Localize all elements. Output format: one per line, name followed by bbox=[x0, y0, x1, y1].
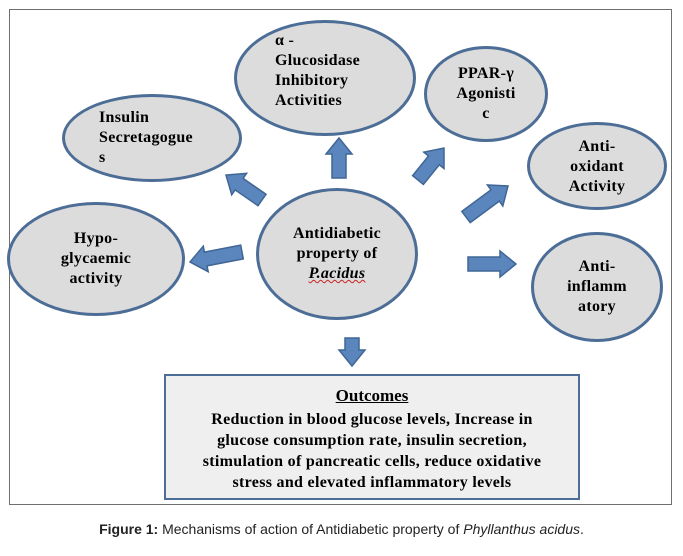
node-glucosidase-label: α - Glucosidase Inhibitory Activities bbox=[275, 32, 361, 109]
node-antiinflammatory-label: Anti- inflamm atory bbox=[567, 258, 627, 315]
arrow-to-ppar bbox=[411, 147, 445, 186]
caption-text: Mechanisms of action of Antidiabetic pro… bbox=[162, 521, 460, 537]
center-node: Antidiabetic property of P.acidus bbox=[256, 188, 418, 320]
node-hypoglycaemic: Hypo- glycaemic activity bbox=[7, 202, 185, 316]
arrow-to-glucosidase bbox=[324, 136, 354, 179]
arrow-to-insulin-secretagogue bbox=[225, 172, 268, 207]
arrow-to-antioxidant bbox=[460, 184, 509, 224]
center-line-1: Antidiabetic bbox=[292, 225, 382, 242]
caption-species: Phyllanthus acidus bbox=[463, 521, 581, 537]
caption-label: Figure 1: bbox=[99, 521, 159, 537]
node-insulin-secretagogue: Insulin Secretagogue s bbox=[62, 94, 242, 182]
arrow-to-hypoglycaemic bbox=[188, 244, 245, 274]
node-hypoglycaemic-label: Hypo- glycaemic activity bbox=[60, 230, 132, 287]
node-ppar-label: PPAR-γ Agonisti c bbox=[456, 65, 516, 122]
outcomes-title: Outcomes bbox=[335, 386, 409, 405]
caption-period: . bbox=[580, 521, 584, 537]
outcomes-box: Outcomes Reduction in blood glucose leve… bbox=[164, 374, 580, 500]
figure-caption: Figure 1: Mechanisms of action of Antidi… bbox=[0, 521, 683, 537]
arrow-to-outcomes bbox=[337, 337, 367, 368]
node-ppar-agonist: PPAR-γ Agonisti c bbox=[424, 46, 548, 142]
center-line-3: P.acidus bbox=[308, 265, 366, 282]
node-antiinflammatory: Anti- inflamm atory bbox=[531, 232, 663, 342]
outcomes-text: Reduction in blood glucose levels, Incre… bbox=[202, 411, 542, 491]
center-line-2: property of bbox=[296, 245, 378, 262]
node-antioxidant-label: Anti- oxidant Activity bbox=[568, 138, 626, 195]
arrow-to-antiinflammatory bbox=[467, 249, 518, 279]
node-glucosidase-inhibitory: α - Glucosidase Inhibitory Activities bbox=[234, 20, 416, 136]
node-antioxidant: Anti- oxidant Activity bbox=[527, 122, 667, 210]
node-insulin-label: Insulin Secretagogue s bbox=[99, 109, 193, 166]
